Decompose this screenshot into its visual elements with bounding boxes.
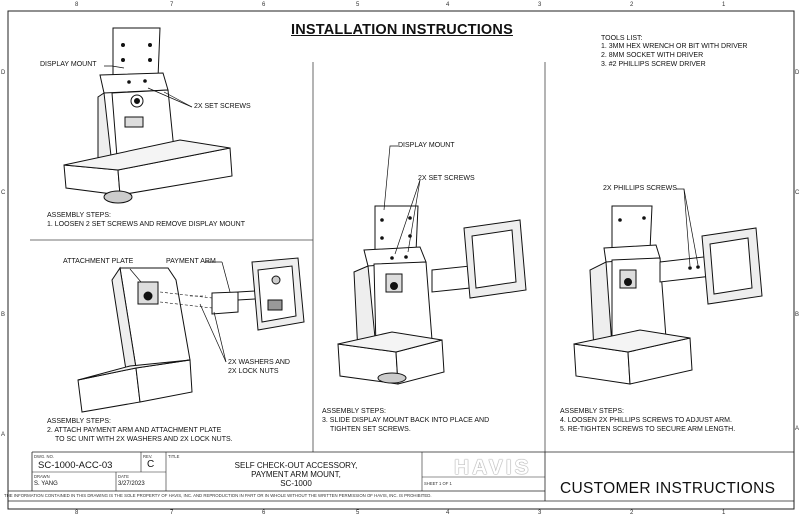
zone-1-bottom: 1 <box>722 510 726 516</box>
zone-8-bottom: 8 <box>75 510 79 516</box>
zone-c-left: C <box>1 190 6 196</box>
callout-display-mount: DISPLAY MOUNT <box>40 61 97 68</box>
step-text: 2. ATTACH PAYMENT ARM AND ATTACHMENT PLA… <box>47 427 222 434</box>
havis-logo: HAVIS <box>454 456 532 479</box>
steps-heading: ASSEMBLY STEPS: <box>560 408 624 415</box>
drawn-by: S. YANG <box>34 481 58 487</box>
zone-7: 7 <box>170 2 174 8</box>
zone-d-right: D <box>795 70 800 76</box>
proprietary-notice: THE INFORMATION CONTAINED IN THIS DRAWIN… <box>4 493 432 498</box>
steps-heading: ASSEMBLY STEPS: <box>47 212 111 219</box>
zone-b-right: B <box>795 312 800 318</box>
zone-4: 4 <box>446 2 450 8</box>
drawing-title-1: SELF CHECK-OUT ACCESSORY, <box>234 461 358 470</box>
drawing-title-3: SC-1000 <box>280 479 312 488</box>
callout-set-screws: 2X SET SCREWS <box>194 103 251 110</box>
callout-lock-nuts: 2X LOCK NUTS <box>228 368 279 375</box>
step-text: 1. LOOSEN 2 SET SCREWS AND REMOVE DISPLA… <box>47 221 245 228</box>
zone-5-bottom: 5 <box>356 510 360 516</box>
callout-display-mount: DISPLAY MOUNT <box>398 142 455 149</box>
zone-a-left: A <box>1 432 6 438</box>
zone-4-bottom: 4 <box>446 510 450 516</box>
drawing-number: SC-1000-ACC-03 <box>38 460 113 471</box>
zone-6-bottom: 6 <box>262 510 266 516</box>
tool-item: 3. #2 PHILLIPS SCREW DRIVER <box>601 61 706 68</box>
tool-item: 2. 8MM SOCKET WITH DRIVER <box>601 52 704 59</box>
zone-5: 5 <box>356 2 360 8</box>
step-text: 4. LOOSEN 2X PHILLIPS SCREWS TO ADJUST A… <box>560 417 732 424</box>
steps-heading: ASSEMBLY STEPS: <box>47 418 111 425</box>
step-text: TIGHTEN SET SCREWS. <box>330 426 411 433</box>
date-label: DATE <box>118 474 129 479</box>
zone-c-right: C <box>795 190 800 196</box>
rev-label: REV. <box>143 454 153 459</box>
tool-item: 1. 3MM HEX WRENCH OR BIT WITH DRIVER <box>601 43 748 50</box>
zone-6: 6 <box>262 2 266 8</box>
step-text: 5. RE-TIGHTEN SCREWS TO SECURE ARM LENGT… <box>560 426 736 433</box>
callout-payment-arm: PAYMENT ARM <box>166 258 216 265</box>
zone-b-left: B <box>1 312 6 318</box>
callout-phillips-screws: 2X PHILLIPS SCREWS <box>603 185 677 192</box>
zone-3: 3 <box>538 2 542 8</box>
customer-instructions: CUSTOMER INSTRUCTIONS <box>560 480 776 497</box>
zone-2: 2 <box>630 2 634 8</box>
zone-7-bottom: 7 <box>170 510 174 516</box>
revision: C <box>147 459 155 470</box>
zone-1: 1 <box>722 2 726 8</box>
zone-2-bottom: 2 <box>630 510 634 516</box>
title-label: TITLE <box>168 454 180 459</box>
zone-3-bottom: 3 <box>538 510 542 516</box>
callout-attachment-plate: ATTACHMENT PLATE <box>63 258 134 265</box>
tools-heading: TOOLS LIST: <box>601 35 643 42</box>
zone-a-right: A <box>795 426 800 432</box>
step-text: 3. SLIDE DISPLAY MOUNT BACK INTO PLACE A… <box>322 417 490 424</box>
dwg-no-label: DWG. NO. <box>34 454 55 459</box>
steps-heading: ASSEMBLY STEPS: <box>322 408 386 415</box>
step-text: TO SC UNIT WITH 2X WASHERS AND 2X LOCK N… <box>55 436 233 443</box>
sheet-number: SHEET 1 OF 1 <box>424 481 452 486</box>
page-title: INSTALLATION INSTRUCTIONS <box>291 22 513 38</box>
callout-set-screws: 2X SET SCREWS <box>418 175 475 182</box>
zone-d-left: D <box>1 70 6 76</box>
drawing-title-2: PAYMENT ARM MOUNT, <box>251 470 341 479</box>
drawing-date: 3/27/2023 <box>118 481 145 487</box>
callout-washers: 2X WASHERS AND <box>228 359 290 366</box>
drawn-label: DRAWN <box>34 474 50 479</box>
zone-8: 8 <box>75 2 79 8</box>
